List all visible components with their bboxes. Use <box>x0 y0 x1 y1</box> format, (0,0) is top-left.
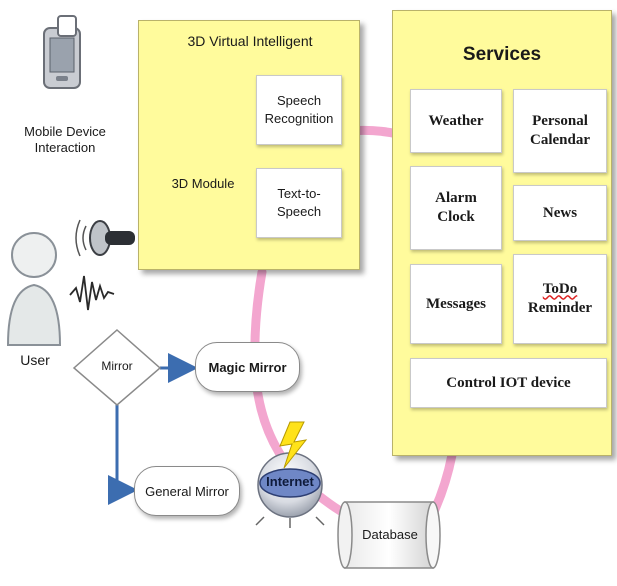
service-alarm-label: Alarm Clock <box>435 190 477 225</box>
microphone-icon <box>75 219 135 257</box>
mobile-device-label: Mobile Device Interaction <box>24 124 106 155</box>
mirror-diamond <box>72 328 162 406</box>
services-title: Services <box>462 44 542 65</box>
mirror-label: Mirror <box>101 359 133 373</box>
database-label: Database <box>362 527 418 542</box>
sound-wave-icon <box>69 275 115 311</box>
internet-label: Internet <box>266 474 314 489</box>
service-messages: Messages <box>410 264 502 344</box>
service-news: News <box>513 185 607 241</box>
speech-recognition-box: Speech Recognition <box>256 75 342 145</box>
magic-mirror-node: Magic Mirror <box>195 342 300 392</box>
service-weather: Weather <box>410 89 502 153</box>
general-mirror-node: General Mirror <box>134 466 240 516</box>
blue-arrows <box>108 353 198 505</box>
service-control-iot: Control IOT device <box>410 358 607 408</box>
service-todo-reminder: ToDo Reminder <box>513 254 607 344</box>
3d-module-label: 3D Module <box>171 176 235 191</box>
service-messages-label: Messages <box>426 295 486 312</box>
database-cylinder <box>337 501 441 569</box>
service-todo-label: ToDo <box>542 280 578 297</box>
service-news-label: News <box>542 204 578 221</box>
mobile-phone-icon <box>43 15 81 89</box>
user-icon <box>6 232 62 346</box>
magic-mirror-label: Magic Mirror <box>208 359 287 375</box>
service-alarm-clock: Alarm Clock <box>410 166 502 250</box>
service-calendar-label: Personal Calendar <box>530 113 590 148</box>
service-personal-calendar: Personal Calendar <box>513 89 607 173</box>
lightning-icon <box>279 421 308 469</box>
service-reminder-label: Reminder <box>527 300 593 316</box>
service-weather-label: Weather <box>428 112 484 129</box>
general-mirror-label: General Mirror <box>145 483 229 499</box>
text-to-speech-box: Text-to- Speech <box>256 168 342 238</box>
service-iot-label: Control IOT device <box>446 374 571 391</box>
user-label: User <box>20 352 50 368</box>
3d-virtual-title: 3D Virtual Intelligent <box>187 33 313 49</box>
text-to-speech-label: Text-to- Speech <box>276 186 322 219</box>
speech-recognition-label: Speech Recognition <box>264 93 334 126</box>
internet-globe <box>255 452 325 528</box>
